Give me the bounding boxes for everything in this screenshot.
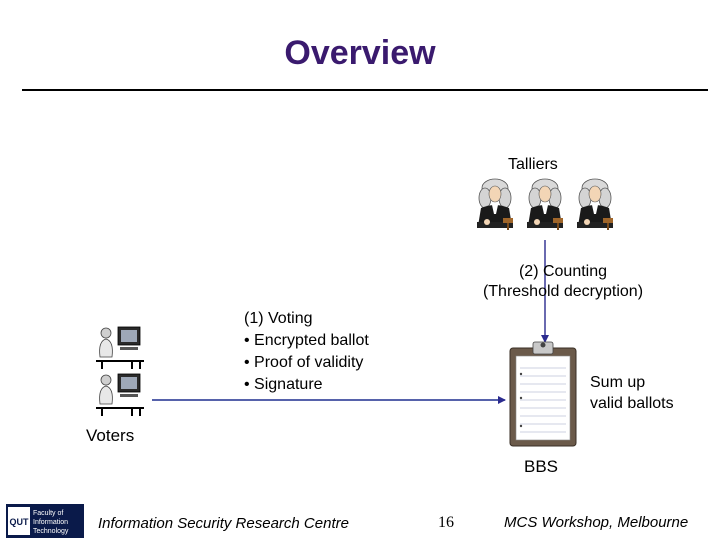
voting-line-1: (1) Voting [244,310,313,327]
bbs-label: BBS [524,457,559,476]
voting-line-2: • Encrypted ballot [244,332,369,349]
qut-logo-line-2: Information [33,519,68,526]
title-divider [22,89,708,91]
footer-organization: Information Security Research Centre [98,515,349,532]
qut-logo-mark: QUT [10,517,30,527]
qut-logo-line-1: Faculty of [33,510,63,517]
tallier-judge-2-icon [526,178,564,231]
voting-line-4: • Signature [244,376,323,393]
voter-computer-2-icon [95,373,145,417]
voting-label: (1) Voting • Encrypted ballot • Proof of… [244,308,369,396]
bbs-clipboard-icon [509,341,577,447]
sumup-label: Sum up valid ballots [590,372,674,414]
sumup-line-2: valid ballots [590,395,674,412]
qut-logo-icon: QUT Faculty of Information Technology [6,504,84,538]
tallier-judge-1-icon [476,178,514,231]
voter-computer-1-icon [95,326,145,370]
slide-title: Overview [284,34,436,72]
voters-label: Voters [86,426,135,445]
counting-line-2: (Threshold decryption) [482,283,644,300]
page-number: 16 [438,514,454,531]
qut-logo-line-3: Technology [33,528,69,535]
voting-line-3: • Proof of validity [244,354,364,371]
talliers-label: Talliers [508,156,558,173]
counting-label: (2) Counting (Threshold decryption) [440,262,686,302]
tallier-judge-3-icon [576,178,614,231]
counting-line-1: (2) Counting [518,263,608,280]
footer-event: MCS Workshop, Melbourne [504,514,689,531]
sumup-line-1: Sum up [590,374,646,391]
